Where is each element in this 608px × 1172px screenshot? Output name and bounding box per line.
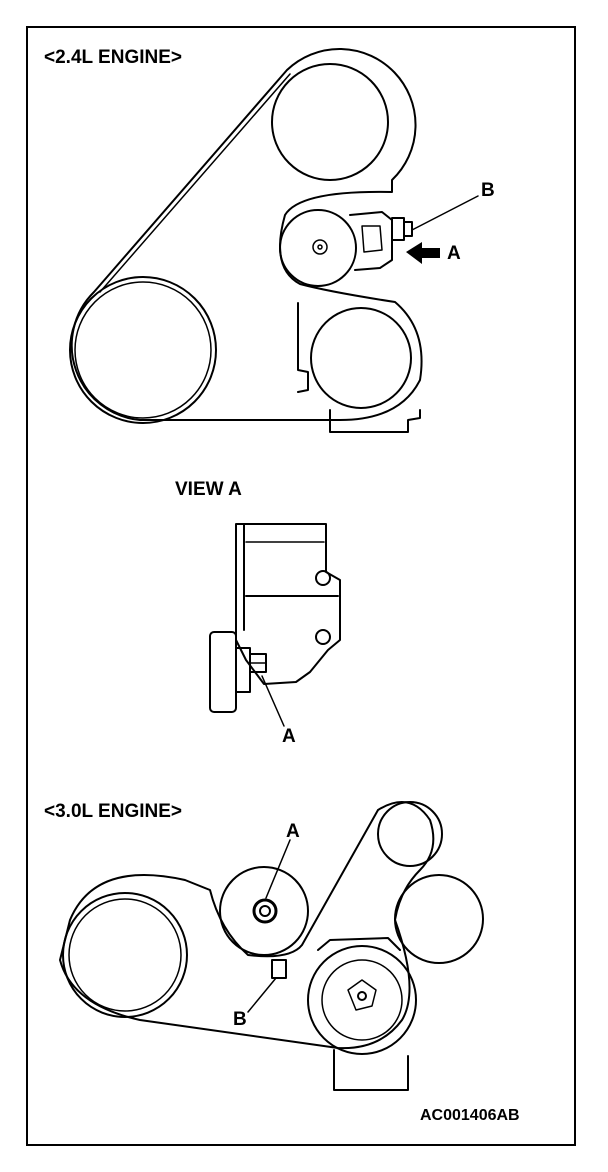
belt-24 (70, 47, 423, 421)
crankshaft-pulley-30-inner (68, 898, 182, 1012)
tensioner-pulley-30 (219, 866, 309, 956)
heading-30l-engine: <3.0L ENGINE> (44, 801, 182, 822)
bolt-b-30 (271, 959, 287, 979)
tensioner-bracket-detail (361, 225, 383, 253)
view-a-bolt-lower (315, 629, 331, 645)
callout-a-view: A (282, 726, 296, 747)
water-pump-base (333, 1049, 409, 1091)
view-a-pulley (209, 631, 237, 713)
view-a-bolt-upper (315, 570, 331, 586)
callout-a-24: A (447, 243, 461, 264)
crankshaft-pulley-24 (69, 276, 217, 424)
water-pump-hub-icon (347, 979, 377, 1011)
heading-view-a: VIEW A (175, 479, 242, 500)
crankshaft-pulley-24-inner (74, 281, 212, 419)
figure-code: AC001406AB (420, 1107, 520, 1124)
belt-24-inner (99, 73, 291, 293)
alternator-pulley-30 (394, 874, 484, 964)
leader-b-30 (247, 977, 277, 1013)
idler-pulley-30-upper (377, 801, 443, 867)
view-a-bolt-a (249, 653, 267, 673)
callout-a-30: A (286, 821, 300, 842)
leader-a-view (261, 675, 285, 727)
view-a-group (209, 523, 341, 727)
water-pump-30 (307, 945, 417, 1055)
heading-24l-engine: <2.4L ENGINE> (44, 47, 182, 68)
engine-30-group (59, 801, 484, 1091)
view-arrow-icon (406, 242, 440, 264)
water-pump-30-inner (321, 959, 403, 1041)
power-steering-pulley-24 (310, 307, 412, 409)
water-pump-top (317, 937, 401, 951)
alternator-pulley-24 (271, 63, 389, 181)
pump-bracket-24 (297, 302, 309, 393)
callout-b-24: B (481, 180, 495, 201)
tensioner-bolt-a-30 (252, 898, 278, 924)
bolt-b-24 (391, 217, 413, 241)
figure-frame (26, 26, 576, 1146)
belt-30 (59, 801, 435, 1050)
water-pump-center (357, 991, 367, 1001)
tensioner-center-icon (312, 239, 328, 255)
engine-24-group (69, 47, 479, 433)
leader-b-24 (411, 195, 479, 231)
tensioner-pulley-24 (279, 209, 357, 287)
crankshaft-pulley-30 (62, 892, 188, 1018)
view-a-bracket (235, 523, 341, 685)
pump-housing-24 (329, 409, 421, 433)
leader-a-30 (265, 839, 291, 899)
callout-b-30: B (233, 1009, 247, 1030)
